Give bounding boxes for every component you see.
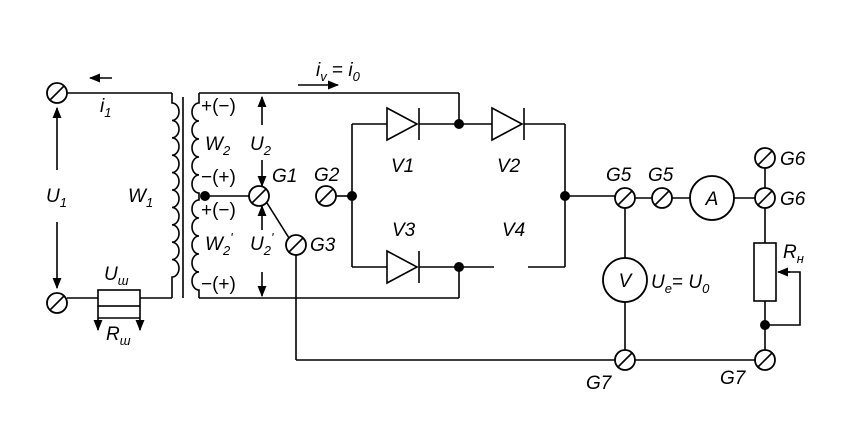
label-u2: U2 xyxy=(250,134,272,158)
ammeter-label: A xyxy=(705,189,719,210)
label-g6-upper: G6 xyxy=(780,149,806,170)
label-g5-first: G5 xyxy=(606,165,632,186)
label-u2-prime: U2' xyxy=(250,230,274,258)
label-u1: U1 xyxy=(46,186,67,210)
secondary-winding-w2-prime xyxy=(191,196,200,298)
terminal-g2 xyxy=(315,185,337,207)
voltmeter-label: V xyxy=(619,271,634,292)
label-g2: G2 xyxy=(314,165,340,186)
terminal-g1 xyxy=(248,185,270,207)
label-g7-left: G7 xyxy=(586,373,613,394)
terminal-g7-right xyxy=(754,349,776,371)
terminal-g6-lower xyxy=(754,187,776,209)
label-v3: V3 xyxy=(392,220,416,241)
label-v1: V1 xyxy=(391,156,414,177)
label-v4: V4 xyxy=(502,220,525,241)
label-w2-prime: W2' xyxy=(205,230,233,258)
label-iv-eq-i0: iv = i0 xyxy=(316,60,361,84)
load-rheostat xyxy=(753,242,777,302)
polarity-w2-bottom: −(+) xyxy=(201,167,236,188)
label-w1: W1 xyxy=(128,186,153,210)
label-rn: Rн xyxy=(783,242,804,266)
secondary-winding-w2 xyxy=(191,93,200,196)
diode-v3 xyxy=(386,249,420,285)
label-g1: G1 xyxy=(272,166,297,187)
terminal-g5-first xyxy=(614,187,636,209)
input-terminal-bottom xyxy=(46,292,68,314)
shunt-resistor xyxy=(93,289,145,332)
terminal-g3 xyxy=(285,234,307,256)
polarity-w2p-top: +(−) xyxy=(201,200,236,221)
label-g5-second: G5 xyxy=(648,165,674,186)
label-v2: V2 xyxy=(497,156,521,177)
polarity-w2p-bottom: −(+) xyxy=(201,274,236,295)
polarity-w2-top: +(−) xyxy=(201,96,236,117)
load-wiper-wire xyxy=(765,271,801,326)
label-g7-right: G7 xyxy=(720,368,747,389)
label-g6-lower: G6 xyxy=(780,189,806,210)
primary-winding xyxy=(171,93,180,298)
label-w2: W2 xyxy=(205,134,231,158)
diode-v1 xyxy=(386,106,420,142)
g1-to-g3-link xyxy=(266,202,290,239)
label-rsh: Rш xyxy=(106,324,131,348)
terminal-g7-left xyxy=(614,349,636,371)
label-ue-eq-u0: Ue= U0 xyxy=(651,272,710,296)
terminal-g5-second xyxy=(651,187,673,209)
diode-v2 xyxy=(491,106,525,142)
input-terminal-top xyxy=(46,82,68,104)
terminal-g6-upper xyxy=(754,147,776,169)
label-g3: G3 xyxy=(310,235,336,256)
label-ush: Uш xyxy=(104,264,129,288)
label-i1: i1 xyxy=(100,96,111,120)
